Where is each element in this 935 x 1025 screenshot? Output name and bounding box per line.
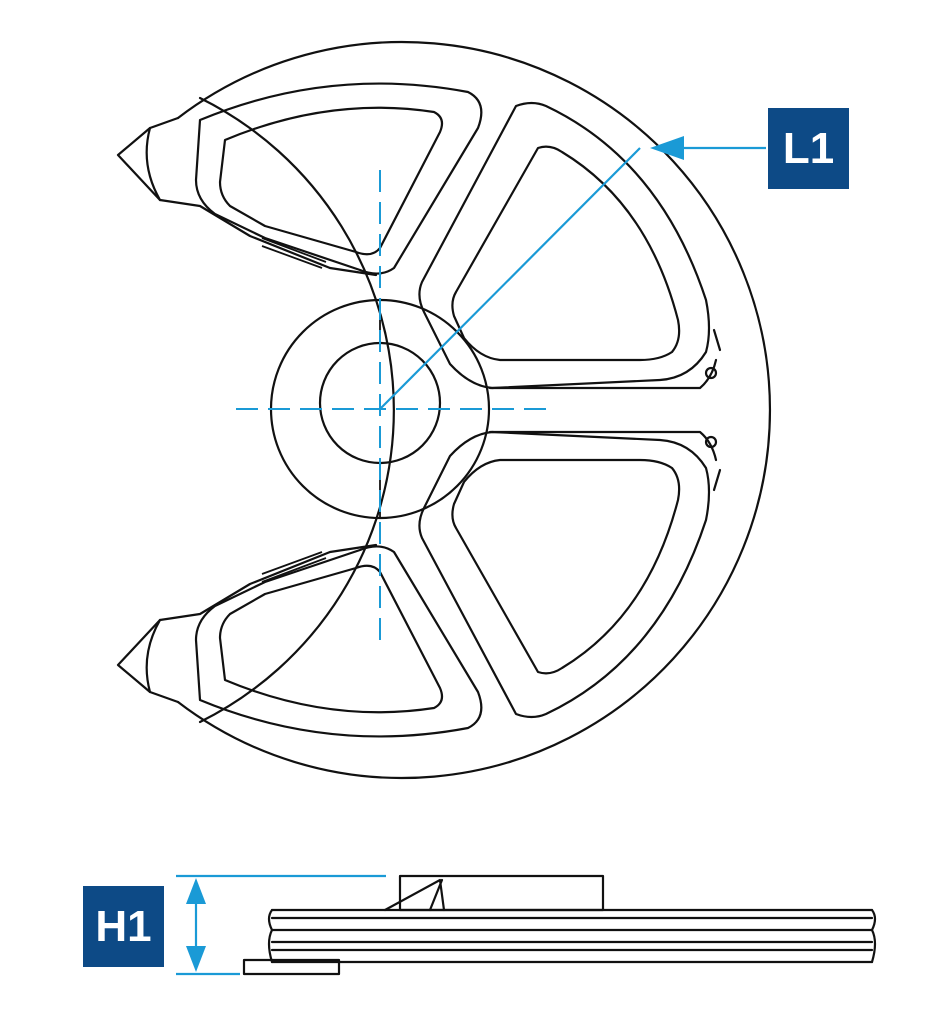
reel-front-view [116,40,771,780]
window-top-right-outer [418,101,711,390]
right-notch-top [712,328,722,352]
base-plate [242,958,341,976]
h1-label: H1 [83,886,164,967]
l1-radius-line [379,147,641,410]
outer-rim [176,40,771,780]
window-top-left-inner [218,106,444,256]
top-clip-inner [145,126,162,202]
top-slot [261,237,327,269]
window-top-left-outer [194,82,483,275]
window-bottom-left-inner [218,564,444,714]
hole-top [704,366,718,380]
top-clip [116,116,378,277]
l1-arrowhead [650,136,684,160]
h1-dimension [176,874,386,976]
l1-label: L1 [768,108,849,189]
h1-arrow-top [186,878,206,904]
hub-chamfer [383,878,446,912]
hub-block [398,874,605,912]
right-spoke-bottom [488,430,718,462]
window-bottom-right-outer [418,430,711,719]
hole-bottom [704,435,718,449]
h1-arrow-bottom [186,946,206,972]
right-notch-bottom [712,468,722,492]
window-top-right-inner [451,145,681,362]
reel-side-view [242,874,877,976]
bottom-clip-inner [145,618,162,694]
inner-rim [198,96,395,724]
flange-right-edge [870,908,877,964]
bottom-slot [261,551,327,583]
window-bottom-right-inner [451,458,681,675]
bottom-clip [116,543,378,704]
window-bottom-left-outer [194,545,483,738]
flange-left-edge [267,908,274,964]
l1-dimension [379,136,766,410]
